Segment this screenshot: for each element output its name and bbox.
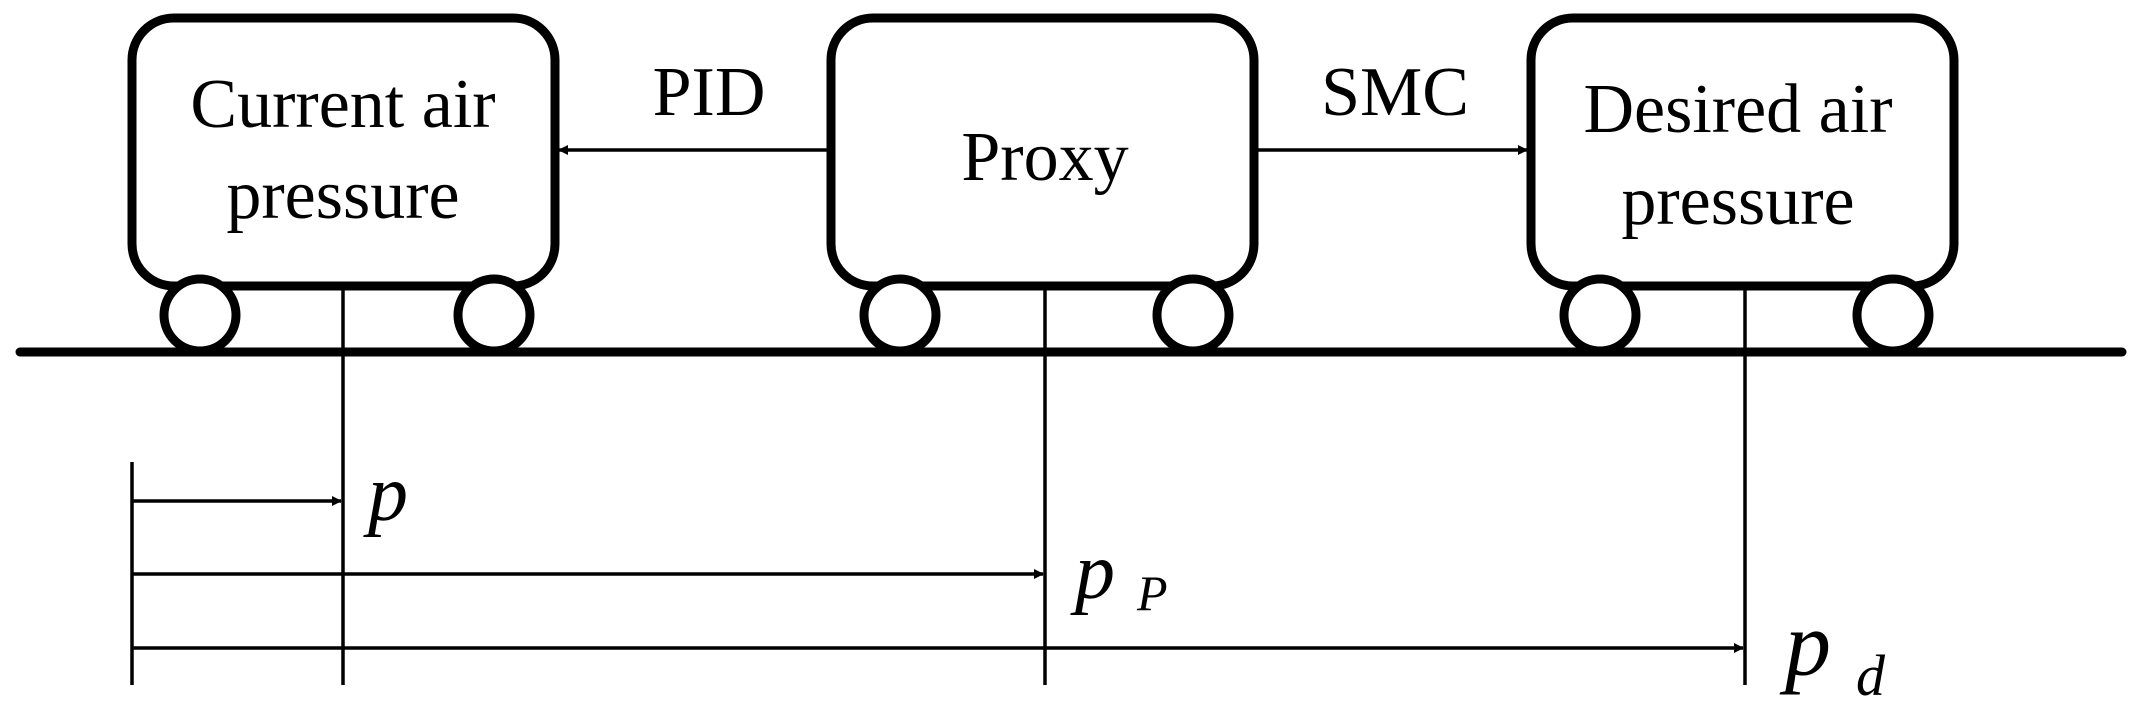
pd-subscript: d — [1856, 643, 1886, 708]
smc-label: SMC — [1321, 54, 1469, 131]
pp-subscript: P — [1136, 565, 1168, 621]
cart-proxy-label: Proxy — [961, 119, 1128, 196]
cart-desired-label-line1: Desired air — [1583, 71, 1892, 148]
cart-current-air-pressure: Current air pressure — [127, 13, 560, 356]
pp-label: p P — [1070, 528, 1168, 621]
pid-label: PID — [653, 54, 766, 131]
cart-desired-air-pressure: Desired air pressure — [1526, 13, 1959, 356]
cart-current-label-line1: Current air — [190, 66, 495, 143]
cart-desired-wheel-right — [1852, 274, 1934, 356]
cart-current-label-line2: pressure — [226, 157, 459, 234]
cart-current-wheel-right — [453, 274, 535, 356]
cart-proxy: Proxy — [826, 13, 1259, 356]
cart-desired-wheel-left — [1559, 274, 1641, 356]
p-label: p — [363, 450, 408, 538]
cart-desired-label-line2: pressure — [1621, 163, 1854, 240]
cart-current-wheel-left — [159, 274, 241, 356]
cart-desired-body — [1526, 13, 1959, 291]
cart-proxy-wheel-left — [859, 274, 941, 356]
p-symbol: p — [363, 450, 408, 538]
cart-proxy-wheel-right — [1152, 274, 1234, 356]
pd-symbol: p — [1779, 593, 1831, 695]
cart-current-body — [127, 13, 560, 291]
pd-label: p d — [1779, 593, 1886, 708]
cart-proxy-body — [826, 13, 1259, 291]
pp-symbol: p — [1070, 528, 1115, 616]
